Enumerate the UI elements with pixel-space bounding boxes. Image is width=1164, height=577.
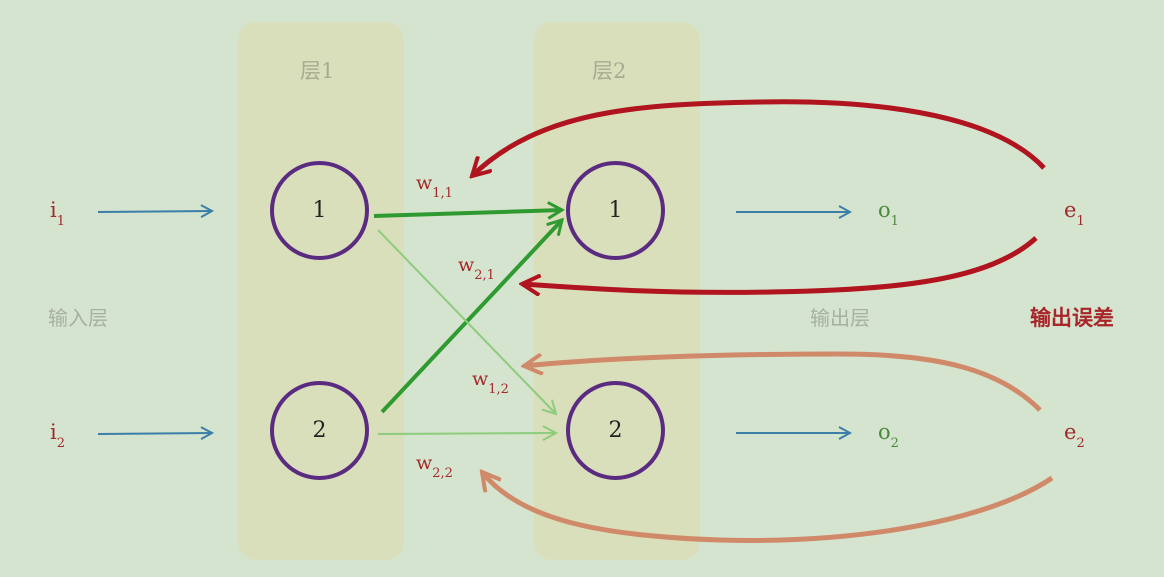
error2-arrow-bottom [482, 472, 1054, 543]
output-error-label: 输出误差 [1030, 306, 1114, 330]
weight-label-2-1: w2,1 [458, 254, 495, 283]
error1-arrow-lower [522, 236, 1038, 292]
layer1-node-2: 2 [270, 381, 369, 480]
layer2-node-2: 2 [566, 381, 665, 480]
output-layer-label: 输出层 [810, 306, 870, 330]
weight-arrow-2-2 [377, 433, 556, 434]
input-label-2: i2 [50, 420, 65, 452]
error2-arrow-upper [524, 351, 1042, 412]
layer2-title: 层2 [592, 59, 627, 83]
output-label-2: o2 [878, 420, 899, 452]
weight-arrow-2-1 [380, 220, 562, 414]
input-label-1: i1 [50, 198, 65, 230]
weight-arrow-1-2 [377, 229, 556, 414]
layer1-title: 层1 [300, 59, 335, 83]
error1-arrow-top [472, 99, 1046, 176]
weight-arrow-1-1 [373, 210, 562, 216]
layer1-node-1: 1 [270, 161, 369, 260]
output-label-1: o1 [878, 198, 899, 230]
input1-arrow [97, 211, 212, 212]
weight-label-1-1: w1,1 [416, 172, 453, 201]
error-label-1: e1 [1064, 198, 1085, 230]
input2-arrow [97, 433, 212, 434]
weight-label-1-2: w1,2 [472, 368, 509, 397]
layer2-node-1: 1 [566, 161, 665, 260]
input-layer-label: 输入层 [48, 306, 108, 330]
error-label-2: e2 [1064, 420, 1085, 452]
weight-label-2-2: w2,2 [416, 452, 453, 481]
